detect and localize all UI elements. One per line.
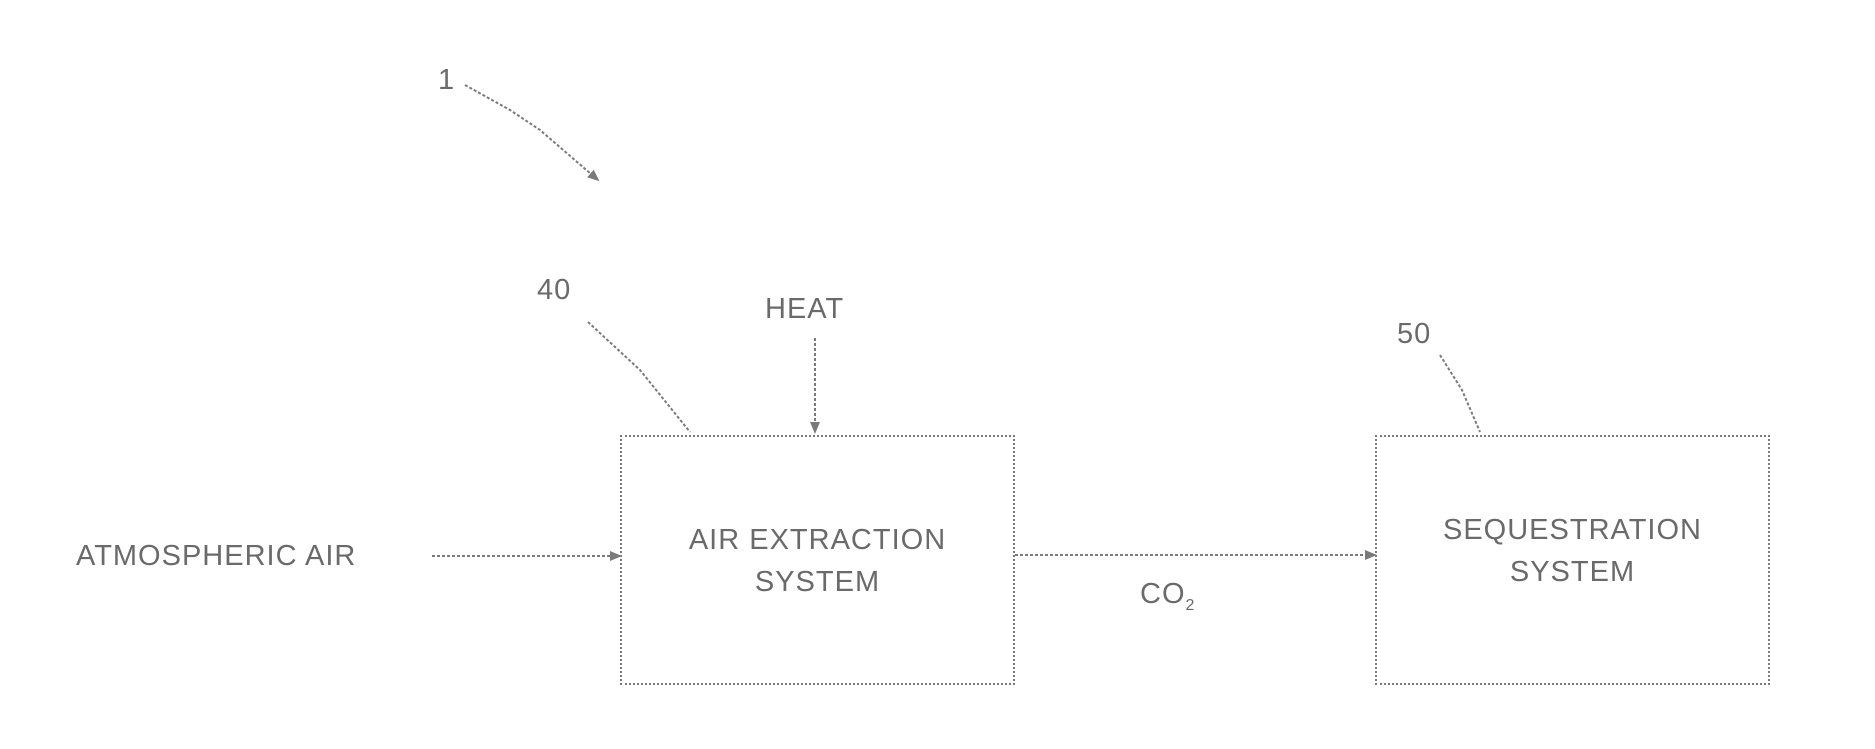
sequestration-line1: SEQUESTRATION	[1377, 509, 1768, 551]
atmospheric-air-label: ATMOSPHERIC AIR	[76, 542, 356, 571]
sequestration-box: SEQUESTRATION SYSTEM	[1375, 435, 1770, 685]
air-extraction-box: AIR EXTRACTION SYSTEM	[620, 435, 1015, 685]
leader-line-50	[1440, 355, 1480, 432]
ref-label-40: 40	[537, 276, 571, 305]
figure-ref-label: 1	[438, 66, 455, 95]
figure-ref-arrow	[465, 85, 598, 180]
co2-main-text: CO	[1140, 578, 1186, 610]
ref-label-50: 50	[1397, 320, 1431, 349]
sequestration-text: SEQUESTRATION SYSTEM	[1377, 509, 1768, 593]
air-extraction-line1: AIR EXTRACTION	[622, 519, 1013, 561]
co2-subscript: 2	[1186, 597, 1196, 614]
co2-label: CO2	[1140, 580, 1195, 614]
leader-line-40	[588, 322, 690, 432]
air-extraction-line2: SYSTEM	[622, 561, 1013, 603]
sequestration-line2: SYSTEM	[1377, 551, 1768, 593]
heat-label: HEAT	[765, 295, 844, 324]
air-extraction-text: AIR EXTRACTION SYSTEM	[622, 519, 1013, 603]
